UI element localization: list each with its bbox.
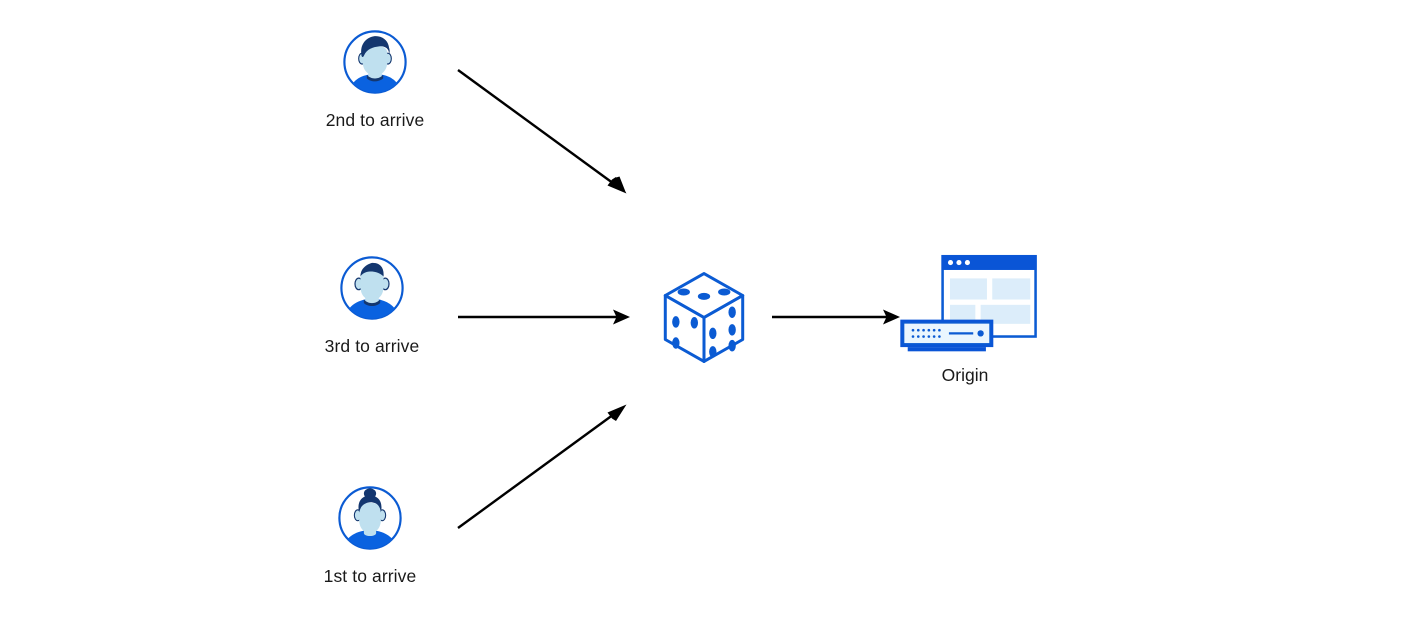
node-client-1st[interactable]: 1st to arrive bbox=[295, 484, 445, 587]
arrow-3rd-to-dice bbox=[458, 309, 630, 325]
node-client-2nd[interactable]: 2nd to arrive bbox=[300, 28, 450, 131]
user-avatar-icon bbox=[338, 254, 406, 322]
arrow-1st-to-dice bbox=[457, 404, 627, 529]
node-label-client-3rd: 3rd to arrive bbox=[324, 336, 420, 356]
node-randomizer[interactable] bbox=[660, 270, 750, 363]
node-origin[interactable]: Origin bbox=[885, 252, 1045, 386]
server-appliance-icon bbox=[900, 319, 994, 352]
node-label-client-1st: 1st to arrive bbox=[323, 566, 417, 586]
user-avatar-icon bbox=[341, 28, 409, 96]
node-label-client-2nd: 2nd to arrive bbox=[325, 110, 425, 130]
arrow-dice-to-origin bbox=[772, 309, 900, 325]
node-label-origin: Origin bbox=[941, 365, 989, 385]
user-avatar-icon bbox=[336, 484, 404, 552]
origin-server-icon bbox=[895, 252, 1037, 352]
node-client-3rd[interactable]: 3rd to arrive bbox=[297, 254, 447, 357]
arrow-2nd-to-dice bbox=[457, 69, 627, 194]
dice-icon bbox=[660, 270, 750, 370]
